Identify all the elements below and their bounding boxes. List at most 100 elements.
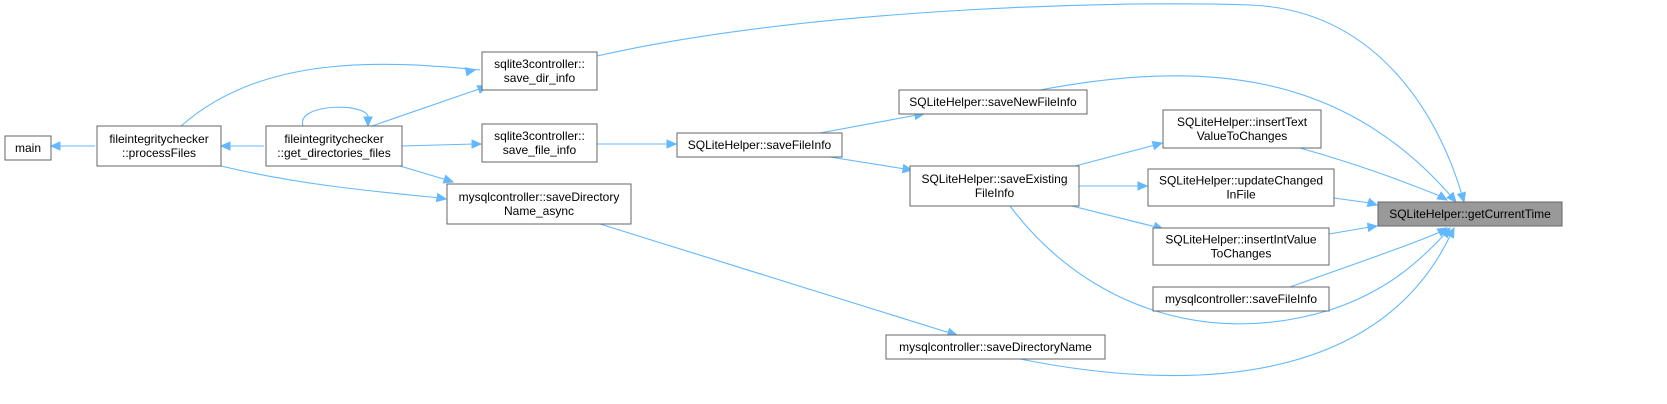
node-box [885, 334, 1106, 360]
node-saveNewFileInfo[interactable]: SQLiteHelper::saveNewFileInfo [898, 89, 1088, 115]
edge-processFiles-saveDirAsync [220, 165, 448, 203]
node-box [1147, 168, 1335, 207]
edge-line [371, 87, 483, 127]
edge-arrowhead [1151, 141, 1164, 151]
edge-arrowhead [901, 163, 914, 174]
node-saveFileInfo[interactable]: SQLiteHelper::saveFileInfo [676, 132, 843, 158]
node-box [4, 135, 52, 161]
edge-arrowhead [49, 141, 61, 151]
edge-arrowhead [1456, 191, 1466, 204]
node-box [909, 165, 1080, 207]
edge-insertInt-getCurrentTime [1328, 222, 1379, 235]
edge-savefileinfo-SLsaveFileInfo [597, 139, 678, 149]
edge-arrowhead [1366, 197, 1379, 207]
edge-arrowhead [1445, 226, 1455, 239]
node-box [481, 123, 598, 163]
edge-arrowhead [363, 116, 373, 128]
node-box [96, 125, 222, 167]
node-main[interactable]: main [4, 135, 52, 161]
node-label-line: fileintegritychecker [284, 132, 383, 146]
edge-arrowhead [471, 139, 483, 149]
edge-savedirinfo-getCurrentTime [596, 3, 1466, 204]
edge-line [819, 114, 918, 134]
edge-line [829, 156, 906, 170]
node-saveDirectoryName_async[interactable]: mysqlcontroller::saveDirectoryName_async [446, 183, 632, 225]
node-save_dir_info[interactable]: sqlite3controller::save_dir_info [481, 51, 598, 91]
edge-line [1009, 205, 1446, 325]
edge-line [599, 223, 951, 334]
node-label-line: SQLiteHelper::getCurrentTime [1389, 207, 1551, 221]
edge-line [1289, 231, 1441, 288]
node-label-line: fileintegritychecker [109, 132, 208, 146]
node-label-line: FileInfo [975, 186, 1015, 200]
node-save_file_info[interactable]: sqlite3controller::save_file_info [481, 123, 598, 163]
edge-savedirinfo-processFiles [179, 63, 481, 128]
node-label-line: sqlite3controller:: [494, 57, 585, 71]
edge-line [1299, 147, 1441, 197]
node-label-line: SQLiteHelper::saveNewFileInfo [909, 95, 1077, 109]
node-label-line: mysqlcontroller::saveDirectory [459, 190, 620, 204]
edge-line [179, 63, 481, 128]
node-label-line: SQLiteHelper::insertText [1177, 115, 1308, 129]
node-get_directories_files[interactable]: fileintegritychecker::get_directories_fi… [265, 125, 403, 167]
edge-updateChanged-getCurrentTime [1333, 197, 1379, 207]
edge-SLsaveFileInfo-saveExisting [829, 156, 914, 174]
edge-saveDirAsync-saveDirName [599, 223, 959, 337]
edge-line [1333, 197, 1371, 204]
edge-line [1074, 144, 1156, 167]
node-box [265, 125, 403, 167]
node-label-line: ::get_directories_files [277, 146, 390, 160]
edge-arrowhead [435, 192, 448, 203]
edge-line [1039, 75, 1451, 196]
edge-saveExisting-insertInt [1071, 205, 1165, 231]
edge-arrowhead [464, 67, 477, 77]
edge-saveDirName-getCurrentTime [1019, 226, 1455, 377]
node-label-line: SQLiteHelper::insertIntValue [1165, 233, 1317, 247]
node-label-line: Name_async [504, 204, 574, 218]
node-label-line: save_file_info [503, 143, 577, 157]
edge-insertText-getCurrentTime [1299, 147, 1449, 201]
node-label-line: ToChanges [1211, 247, 1272, 261]
edge-arrowhead [219, 141, 231, 151]
node-saveDirectoryName[interactable]: mysqlcontroller::saveDirectoryName [885, 334, 1106, 360]
edge-line [1071, 205, 1157, 228]
node-label-line: ::processFiles [122, 146, 196, 160]
edge-arrowhead [1137, 181, 1149, 191]
node-box [1152, 227, 1330, 266]
nodes-layer: mainfileintegritychecker::processFilesfi… [4, 51, 1563, 360]
edge-line [1019, 235, 1451, 377]
node-box [446, 183, 632, 225]
edge-getdirs-processFiles [219, 141, 264, 151]
node-mysqlSaveFileInfo[interactable]: mysqlcontroller::saveFileInfo [1152, 286, 1330, 312]
node-processFiles[interactable]: fileintegritychecker::processFiles [96, 125, 222, 167]
edge-arrowhead [666, 139, 678, 149]
node-box [898, 89, 1088, 115]
node-label-line: sqlite3controller:: [494, 129, 585, 143]
edge-saveExisting-updateChanged [1079, 181, 1149, 191]
node-box [1162, 109, 1322, 149]
node-box [1377, 201, 1563, 227]
edge-saveNew-getCurrentTime [1039, 75, 1457, 203]
edge-line [1328, 226, 1371, 235]
node-label-line: save_dir_info [504, 71, 576, 85]
node-label-line: mysqlcontroller::saveDirectoryName [899, 340, 1092, 354]
edge-getdirs-savefileinfo [401, 139, 483, 149]
edge-SLsaveFileInfo-saveNew [819, 110, 926, 134]
edge-getdirs-saveDirAsync [399, 165, 455, 184]
node-getCurrentTime[interactable]: SQLiteHelper::getCurrentTime [1377, 201, 1563, 227]
edge-saveExisting-insertText [1074, 141, 1164, 167]
node-label-line: SQLiteHelper::saveFileInfo [688, 138, 832, 152]
node-label-line: ValueToChanges [1197, 129, 1288, 143]
node-label-line: SQLiteHelper::saveExisting [921, 172, 1067, 186]
node-box [1152, 286, 1330, 312]
edge-getdirs-savedirinfo [371, 85, 489, 127]
node-label-line: mysqlcontroller::saveFileInfo [1165, 292, 1317, 306]
edge-line [220, 165, 441, 199]
edge-line [302, 106, 369, 127]
